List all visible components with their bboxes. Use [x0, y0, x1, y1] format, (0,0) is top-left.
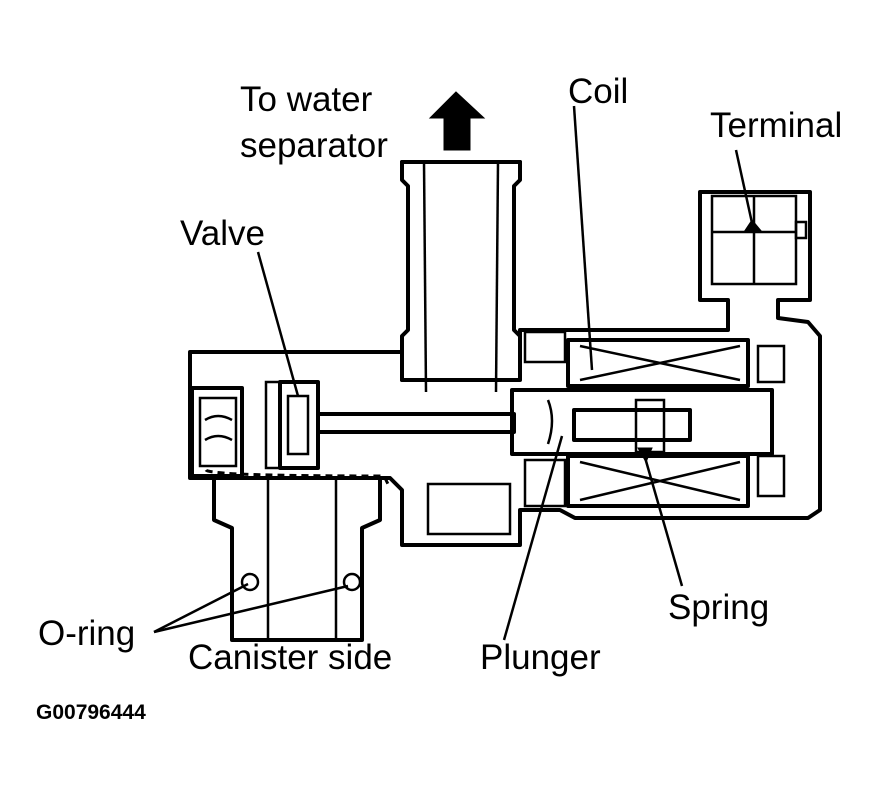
label-separator: separator [240, 126, 388, 165]
label-valve: Valve [180, 214, 265, 253]
outlet-pipe [400, 160, 522, 393]
label-plunger: Plunger [480, 638, 601, 677]
label-spring: Spring [668, 588, 770, 627]
label-to-water: To water [240, 80, 373, 119]
terminal-connector [710, 194, 808, 286]
leader-lines [153, 105, 764, 641]
canister-pipe [212, 476, 382, 642]
label-coil: Coil [568, 72, 629, 111]
plunger-assembly [510, 388, 774, 456]
coil-windings [523, 330, 786, 508]
label-o-ring: O-ring [38, 614, 136, 653]
figure-id: G00796444 [36, 701, 146, 724]
dashed-seal [204, 468, 390, 485]
valve-stem [264, 380, 516, 470]
label-canister-side: Canister side [188, 638, 393, 677]
flow-arrow-up [428, 91, 486, 151]
valve-housing [188, 190, 822, 547]
lower-chamber [426, 482, 512, 536]
label-terminal: Terminal [710, 106, 843, 145]
